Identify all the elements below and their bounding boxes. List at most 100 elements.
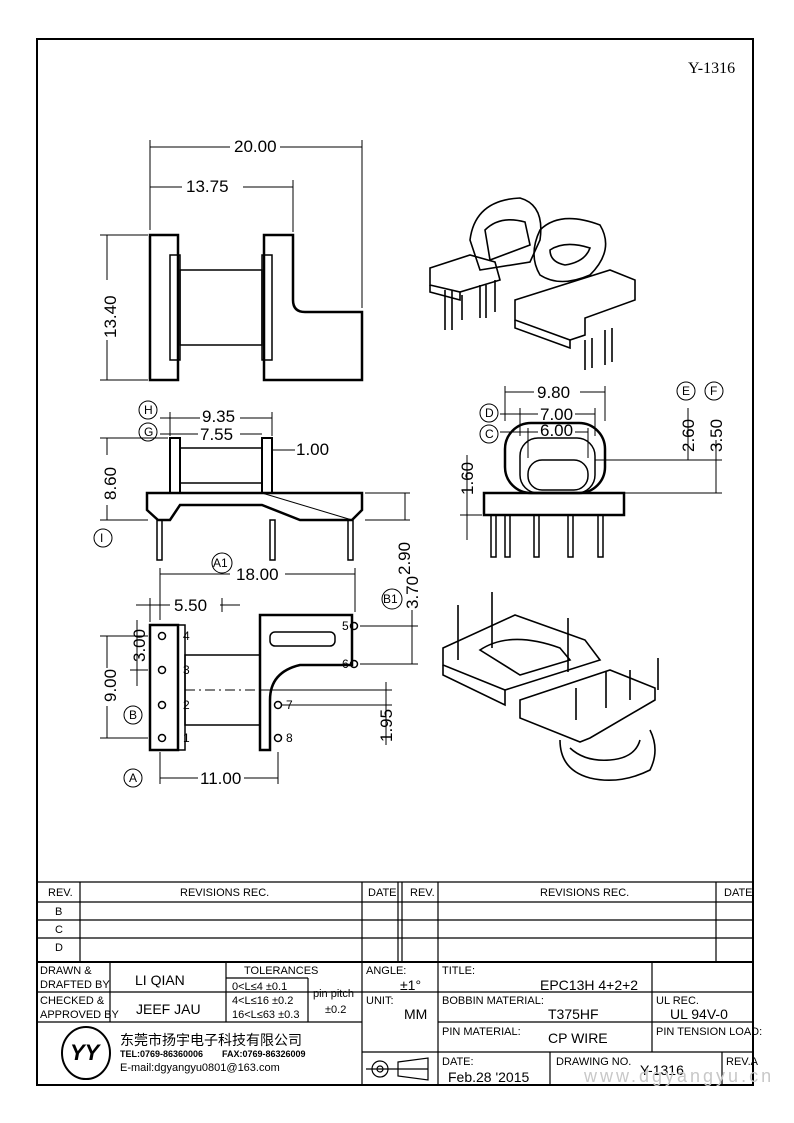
tolerance-3: 16<L≤63 ±0.3 xyxy=(232,1009,300,1021)
pin-label-7: 7 xyxy=(286,698,293,712)
side-view-labels: 9.35 7.55 1.00 8.60 2.90 xyxy=(101,407,414,575)
rev-header-right: REV. xyxy=(410,887,435,899)
bobbin-material-value: T375HF xyxy=(548,1006,599,1022)
checked-name: JEEF JAU xyxy=(136,1001,201,1017)
rev-row-d: D xyxy=(55,942,63,954)
dim-3-00: 3.00 xyxy=(130,629,149,662)
marker-e: E xyxy=(682,384,690,398)
pin-material-value: CP WIRE xyxy=(548,1030,608,1046)
dim-1-60: 1.60 xyxy=(458,462,477,495)
drawing-no-value: Y-1316 xyxy=(640,1062,684,1078)
title-label: TITLE: xyxy=(442,965,476,977)
pin-tension-label: PIN TENSION LOAD: xyxy=(656,1026,763,1038)
top-view xyxy=(100,140,364,382)
dim-7-00: 7.00 xyxy=(540,405,573,424)
marker-a: A xyxy=(129,771,137,785)
company-tel: TEL:0769-86360006 xyxy=(120,1049,204,1059)
tolerance-1: 0<L≤4 ±0.1 xyxy=(232,981,288,993)
dim-5-50: 5.50 xyxy=(174,596,207,615)
tolerances-label: TOLERANCES xyxy=(244,965,319,977)
pin-label-6: 6 xyxy=(342,657,349,671)
company-email: E-mail:dgyangyu0801@163.com xyxy=(120,1062,280,1074)
drafted-label: DRAFTED BY xyxy=(40,979,110,991)
rev-a-label: REV.A xyxy=(726,1056,759,1068)
pin-label-3: 3 xyxy=(183,663,190,677)
marker-b: B xyxy=(129,708,137,722)
watermark: www.dgyangyu.cn xyxy=(584,1066,775,1086)
date-label: DATE: xyxy=(442,1056,474,1068)
dim-2-90: 2.90 xyxy=(395,542,414,575)
rev-rec-header-left: REVISIONS REC. xyxy=(180,887,270,899)
company-fax: FAX:0769-86326009 xyxy=(222,1049,306,1059)
dim-1-95: 1.95 xyxy=(377,709,396,742)
isometric-view-top xyxy=(429,197,636,370)
rev-rec-header-right: REVISIONS REC. xyxy=(540,887,630,899)
dim-1-00: 1.00 xyxy=(296,440,329,459)
marker-d: D xyxy=(485,406,494,420)
marker-g: G xyxy=(144,425,153,439)
top-view-labels: 20.00 13.75 13.40 xyxy=(101,137,277,338)
dim-3-70: 3.70 xyxy=(403,576,422,609)
drawing-sheet xyxy=(36,38,754,1086)
dim-13-75: 13.75 xyxy=(186,177,229,196)
isometric-view-bottom xyxy=(442,592,659,781)
ul-rec-value: UL 94V-0 xyxy=(670,1006,728,1022)
checked-label: CHECKED & xyxy=(40,995,105,1007)
marker-h: H xyxy=(144,403,153,417)
bobbin-material-label: BOBBIN MATERIAL: xyxy=(442,995,544,1007)
reference-markers xyxy=(93,381,724,788)
angle-label: ANGLE: xyxy=(366,965,407,977)
marker-a1: A1 xyxy=(213,556,228,570)
end-view xyxy=(460,386,722,558)
pin-label-4: 4 xyxy=(183,629,190,643)
drawing-number-top: Y-1316 xyxy=(688,60,736,77)
dim-6-00: 6.00 xyxy=(540,421,573,440)
company-logo: YY xyxy=(70,1040,100,1065)
tolerance-2: 4<L≤16 ±0.2 xyxy=(232,995,294,1007)
dim-9-00: 9.00 xyxy=(101,669,120,702)
rev-date-header-right: DATE xyxy=(724,887,753,899)
pin-label-8: 8 xyxy=(286,731,293,745)
angle-value: ±1° xyxy=(400,977,422,993)
dim-13-40: 13.40 xyxy=(101,295,120,338)
unit-value: MM xyxy=(404,1006,428,1022)
drawn-label: DRAWN & xyxy=(40,965,92,977)
dim-18-00: 18.00 xyxy=(236,565,279,584)
title-block-grid xyxy=(36,881,754,1086)
rev-header-left: REV. xyxy=(48,887,73,899)
title-value: EPC13H 4+2+2 xyxy=(540,977,639,993)
rev-date-header-left: DATE xyxy=(368,887,397,899)
reference-marker-labels: H G I A1 B1 B A D C E F xyxy=(100,384,717,785)
unit-label: UNIT: xyxy=(366,995,394,1007)
dim-2-60: 2.60 xyxy=(679,419,698,452)
ul-rec-label: UL REC. xyxy=(656,995,699,1007)
company-name-cn: 东莞市扬宇电子科技有限公司 xyxy=(120,1032,302,1048)
pin-pitch-label: pin pitch xyxy=(313,988,354,1000)
dim-3-50: 3.50 xyxy=(707,419,726,452)
marker-i: I xyxy=(100,531,103,545)
rev-row-c: C xyxy=(55,924,63,936)
pin-label-5: 5 xyxy=(342,619,349,633)
marker-f: F xyxy=(710,384,717,398)
drawn-name: LI QIAN xyxy=(135,972,185,988)
dim-9-80: 9.80 xyxy=(537,383,570,402)
marker-b1: B1 xyxy=(383,592,398,606)
bottom-view xyxy=(100,568,418,784)
dim-11-00: 11.00 xyxy=(200,769,241,788)
date-value: Feb.28 '2015 xyxy=(448,1069,530,1085)
bottom-view-labels: 18.00 5.50 3.00 9.00 11.00 3.70 1.95 4 3… xyxy=(101,565,422,788)
approved-label: APPROVED BY xyxy=(40,1009,119,1021)
pin-label-2: 2 xyxy=(183,698,190,712)
side-view xyxy=(100,412,410,561)
dim-8-60: 8.60 xyxy=(101,467,120,500)
marker-c: C xyxy=(485,427,494,441)
rev-row-b: B xyxy=(55,906,63,918)
end-view-labels: 9.80 7.00 6.00 2.60 3.50 1.60 xyxy=(458,383,726,495)
dim-9-35: 9.35 xyxy=(202,407,235,426)
dim-20-00: 20.00 xyxy=(234,137,277,156)
pin-label-1: 1 xyxy=(183,731,190,745)
pin-pitch-value: ±0.2 xyxy=(325,1004,347,1016)
drawing-no-label: DRAWING NO. xyxy=(556,1056,632,1068)
dim-7-55: 7.55 xyxy=(200,425,233,444)
